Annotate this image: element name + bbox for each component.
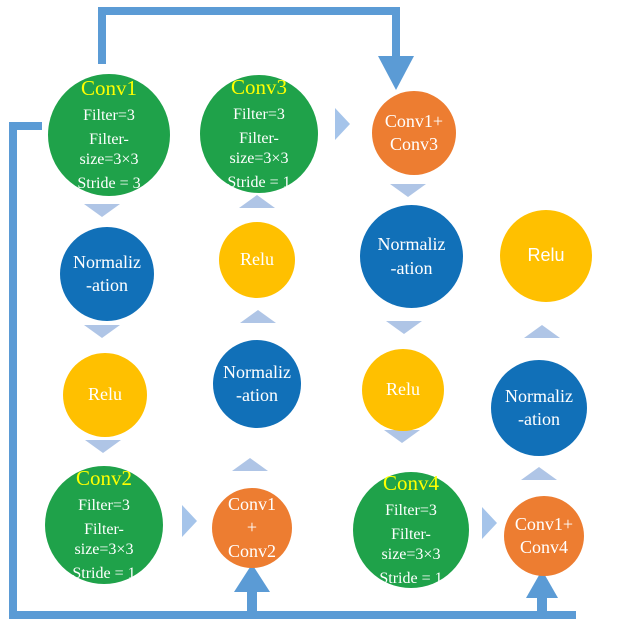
node-conv4: Conv4 Filter=3 Filter- size=3×3 Stride =… — [353, 471, 469, 588]
node-relu-4: Relu — [500, 210, 592, 302]
node-title: Conv1 — [80, 76, 137, 101]
node-line: Filter=3 — [83, 106, 135, 124]
node-normalization-1: Normaliz -ation — [60, 227, 154, 321]
node-conv3: Conv3 Filter=3 Filter- size=3×3 Stride =… — [200, 75, 318, 193]
node-conv1-plus-conv3: Conv1+ Conv3 — [372, 91, 456, 175]
node-line: Stride = 1 — [379, 570, 443, 588]
top-skip-arrow-line — [98, 7, 400, 64]
node-title: Conv4 — [382, 471, 439, 496]
node-conv2: Conv2 Filter=3 Filter- size=3×3 Stride =… — [45, 466, 163, 584]
node-relu-3: Relu — [362, 349, 444, 431]
node-relu-2: Relu — [219, 222, 295, 298]
node-line: Filter=3 — [78, 496, 130, 514]
node-line: Normaliz — [73, 251, 141, 272]
node-line: Relu — [88, 384, 122, 405]
node-line: Normaliz — [223, 361, 291, 382]
node-line: Filter- — [239, 130, 279, 148]
node-line: Conv3 — [389, 134, 438, 154]
node-normalization-2: Normaliz -ation — [213, 340, 301, 428]
node-line: Relu — [386, 379, 420, 400]
node-line: Relu — [240, 249, 274, 270]
bottom-up-arrow-2-head-icon — [526, 570, 558, 598]
node-conv1: Conv1 Filter=3 Filter- size=3×3 Stride =… — [48, 74, 170, 196]
node-line: size=3×3 — [229, 149, 289, 167]
node-line: Filter=3 — [385, 501, 437, 519]
node-line: size=3×3 — [79, 150, 139, 168]
node-line: Stride = 3 — [77, 175, 141, 193]
node-line: Normaliz — [377, 234, 446, 255]
node-line: + — [246, 517, 258, 538]
node-line: Conv2 — [227, 540, 276, 561]
node-line: -ation — [518, 409, 560, 429]
node-line: Normaliz — [505, 385, 573, 406]
node-line: Conv1+ — [384, 110, 444, 131]
node-line: Filter- — [391, 526, 431, 544]
node-line: Conv1+ — [514, 513, 574, 534]
node-conv1-plus-conv2: Conv1 + Conv2 — [212, 488, 292, 568]
node-line: -ation — [236, 385, 278, 405]
node-line: Filter- — [84, 521, 124, 539]
node-line: Conv1 — [227, 493, 276, 514]
node-line: Conv4 — [519, 537, 568, 557]
node-line: -ation — [390, 257, 433, 278]
node-title: Conv2 — [75, 466, 132, 491]
left-bottom-skip-line — [9, 122, 576, 619]
node-line: Stride = 1 — [72, 565, 136, 583]
bottom-up-arrow-1-head-icon — [234, 564, 270, 592]
node-line: Relu — [527, 245, 565, 266]
node-line: size=3×3 — [381, 545, 441, 563]
node-conv1-plus-conv4: Conv1+ Conv4 — [504, 496, 584, 576]
node-line: -ation — [86, 275, 128, 295]
node-normalization-3: Normaliz -ation — [360, 205, 463, 308]
node-title: Conv3 — [230, 75, 287, 100]
node-line: Filter- — [89, 131, 129, 149]
node-line: size=3×3 — [74, 540, 134, 558]
node-line: Stride = 1 — [227, 174, 291, 192]
top-skip-arrowhead-icon — [378, 56, 414, 90]
node-relu-1: Relu — [63, 353, 147, 437]
node-normalization-4: Normaliz -ation — [491, 360, 587, 456]
node-line: Filter=3 — [233, 105, 285, 123]
